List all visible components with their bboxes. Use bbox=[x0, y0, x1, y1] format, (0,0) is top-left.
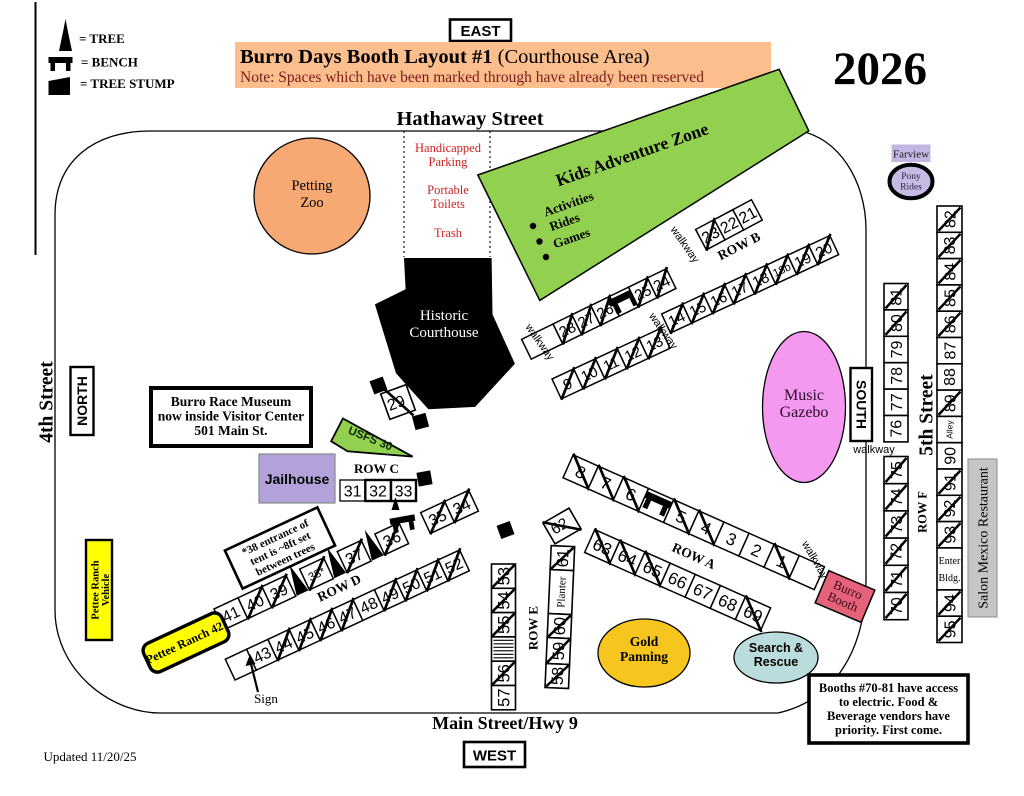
svg-text:Main Street/Hwy 9: Main Street/Hwy 9 bbox=[432, 713, 578, 733]
svg-text:32: 32 bbox=[369, 484, 387, 501]
svg-text:48: 48 bbox=[358, 595, 381, 618]
svg-text:88: 88 bbox=[942, 368, 959, 386]
svg-text:WEST: WEST bbox=[473, 748, 516, 765]
svg-text:33: 33 bbox=[395, 484, 413, 501]
svg-text:Panning: Panning bbox=[620, 649, 668, 664]
svg-text:22: 22 bbox=[718, 214, 742, 237]
svg-text:Portable: Portable bbox=[427, 183, 469, 197]
svg-text:Gold: Gold bbox=[630, 634, 659, 649]
svg-text:77: 77 bbox=[889, 393, 906, 411]
svg-text:Zoo: Zoo bbox=[300, 195, 323, 211]
svg-text:Rides: Rides bbox=[900, 183, 922, 193]
svg-text:Sign: Sign bbox=[254, 691, 278, 706]
svg-text:to electric. Food &: to electric. Food & bbox=[839, 695, 938, 709]
svg-text:now inside Visitor Center: now inside Visitor Center bbox=[158, 409, 304, 424]
svg-text:Enter: Enter bbox=[939, 556, 961, 567]
svg-text:NORTH: NORTH bbox=[74, 376, 90, 426]
svg-text:31: 31 bbox=[344, 484, 362, 501]
svg-text:Alley: Alley bbox=[945, 420, 955, 439]
svg-text:Booths #70-81 have access: Booths #70-81 have access bbox=[819, 681, 958, 695]
svg-text:Salon Mexico Restaurant: Salon Mexico Restaurant bbox=[977, 467, 992, 609]
svg-text:76: 76 bbox=[889, 420, 906, 438]
svg-text:walkway: walkway bbox=[852, 444, 895, 456]
svg-text:Burro Days Booth Layout #1 (Co: Burro Days Booth Layout #1 (Courthouse A… bbox=[240, 46, 650, 68]
svg-text:Petting: Petting bbox=[291, 178, 332, 194]
svg-text:4th Street: 4th Street bbox=[37, 361, 58, 443]
svg-text:Farview: Farview bbox=[893, 149, 929, 161]
svg-text:Pettee Ranch: Pettee Ranch bbox=[91, 560, 102, 619]
svg-text:29: 29 bbox=[385, 393, 408, 415]
svg-text:Courthouse: Courthouse bbox=[409, 325, 479, 341]
svg-text:Gazebo: Gazebo bbox=[780, 404, 829, 421]
svg-text:Updated 11/20/25: Updated 11/20/25 bbox=[43, 749, 136, 764]
svg-text:Historic: Historic bbox=[420, 308, 469, 324]
svg-text:41: 41 bbox=[220, 604, 243, 627]
svg-text:Hathaway Street: Hathaway Street bbox=[396, 108, 543, 130]
svg-text:43: 43 bbox=[251, 644, 274, 667]
svg-text:ROW F: ROW F bbox=[916, 491, 930, 533]
svg-text:Planter: Planter bbox=[555, 576, 568, 608]
svg-text:Note: Spaces which have been m: Note: Spaces which have been marked thro… bbox=[240, 69, 704, 86]
svg-text:= BENCH: = BENCH bbox=[81, 55, 138, 70]
svg-text:Parking: Parking bbox=[429, 155, 469, 169]
svg-text:21: 21 bbox=[736, 204, 760, 227]
svg-text:Search &: Search & bbox=[749, 641, 803, 655]
svg-text:Vehicle: Vehicle bbox=[101, 574, 112, 607]
svg-text:= TREE STUMP: = TREE STUMP bbox=[80, 76, 175, 91]
svg-text:78: 78 bbox=[889, 367, 906, 385]
svg-text:Toilets: Toilets bbox=[431, 197, 465, 211]
svg-text:SOUTH: SOUTH bbox=[854, 380, 870, 429]
svg-text:ROW E: ROW E bbox=[526, 606, 541, 650]
svg-text:ROW C: ROW C bbox=[354, 461, 399, 476]
svg-text:Music: Music bbox=[784, 387, 824, 404]
svg-text:57: 57 bbox=[495, 688, 513, 706]
svg-text:Rescue: Rescue bbox=[754, 655, 799, 669]
svg-text:79: 79 bbox=[889, 341, 906, 359]
svg-text:EAST: EAST bbox=[460, 23, 500, 40]
svg-text:Jailhouse: Jailhouse bbox=[265, 471, 330, 487]
svg-text:Bldg.: Bldg. bbox=[939, 573, 961, 584]
svg-text:5th Street: 5th Street bbox=[917, 374, 938, 456]
svg-text:Trash: Trash bbox=[434, 226, 463, 240]
svg-text:Beverage vendors have: Beverage vendors have bbox=[827, 709, 950, 723]
svg-text:87: 87 bbox=[942, 342, 959, 360]
svg-text:501 Main St.: 501 Main St. bbox=[194, 423, 267, 438]
svg-text:Pony: Pony bbox=[901, 172, 921, 182]
svg-text:priority. First come.: priority. First come. bbox=[835, 723, 942, 737]
svg-text:= TREE: = TREE bbox=[79, 31, 125, 46]
svg-text:90: 90 bbox=[942, 447, 959, 465]
svg-text:2026: 2026 bbox=[833, 43, 927, 95]
svg-text:Burro Race Museum: Burro Race Museum bbox=[171, 394, 292, 409]
svg-text:Handicapped: Handicapped bbox=[415, 141, 482, 155]
